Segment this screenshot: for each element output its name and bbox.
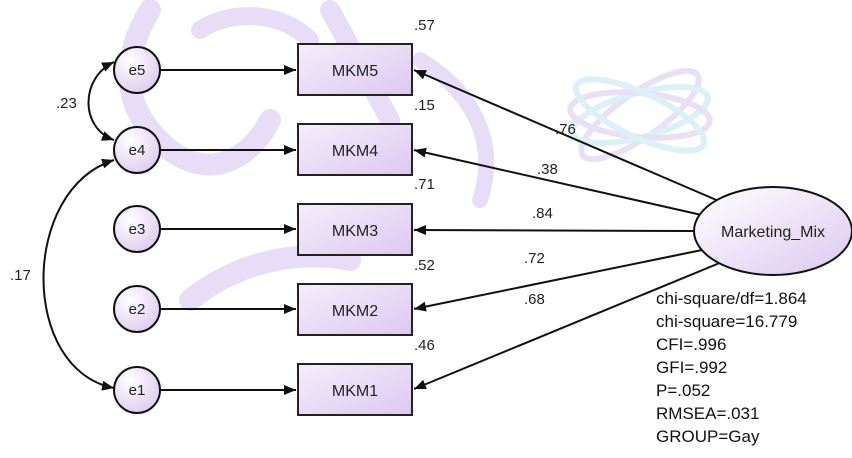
loading-label-mkm3: .84 [532,205,553,222]
fit-stat-rmsea: RMSEA=.031 [656,404,759,423]
r2-label-mkm4: .15 [414,97,435,114]
indicator-label: MKM5 [332,63,378,80]
latent-node-marketing-mix: Marketing_Mix [693,186,852,276]
error-label: e3 [129,221,146,238]
fit-statistics: chi-square/df=1.864 chi-square=16.779 CF… [656,289,807,446]
indicator-label: MKM3 [332,223,378,240]
error-node-e5: e5 [113,46,161,94]
loading-mkm2 [413,249,703,312]
loading-label-mkm1: .68 [524,291,545,308]
indicator-box-mkm3: MKM3 [297,203,413,256]
fit-stat-gfi: GFI=.992 [656,358,727,377]
covariance-label-e4-e1: .17 [10,267,31,284]
loading-label-mkm4: .38 [537,161,558,178]
fit-stat-p: P=.052 [656,381,710,400]
error-node-e4: e4 [113,126,161,174]
fit-stat-cfi: CFI=.996 [656,335,726,354]
loading-mkm5 [413,69,729,206]
loading-mkm4 [413,147,707,217]
fit-stat-chi: chi-square=16.779 [656,312,797,331]
fit-stat-chi-df: chi-square/df=1.864 [656,289,807,308]
indicator-label: MKM1 [332,383,378,400]
fit-stat-group: GROUP=Gay [656,427,760,446]
indicator-label: MKM2 [332,303,378,320]
covariance-e4-e1 [42,158,115,391]
r2-label-mkm2: .52 [414,257,435,274]
loading-label-mkm2: .72 [524,250,545,267]
indicator-box-mkm2: MKM2 [297,283,413,336]
error-node-e2: e2 [113,285,161,333]
indicator-box-mkm4: MKM4 [297,123,413,176]
indicator-label: MKM4 [332,143,378,160]
error-node-e3: e3 [113,205,161,253]
r2-label-mkm1: .46 [414,337,435,354]
error-label: e4 [129,142,146,159]
loading-mkm3 [413,225,695,236]
loading-mkm1 [413,261,723,390]
indicator-box-mkm1: MKM1 [297,363,413,416]
latent-label: Marketing_Mix [721,224,825,241]
error-node-e1: e1 [113,366,161,414]
covariance-e5-e4 [87,61,115,141]
error-label: e2 [129,301,146,318]
indicator-box-mkm5: MKM5 [297,43,413,96]
loading-label-mkm5: .76 [555,121,576,138]
error-label: e1 [129,382,146,399]
error-label: e5 [129,62,146,79]
r2-label-mkm3: .71 [414,176,435,193]
r2-label-mkm5: .57 [414,17,435,34]
covariance-label-e5-e4: .23 [56,95,77,112]
